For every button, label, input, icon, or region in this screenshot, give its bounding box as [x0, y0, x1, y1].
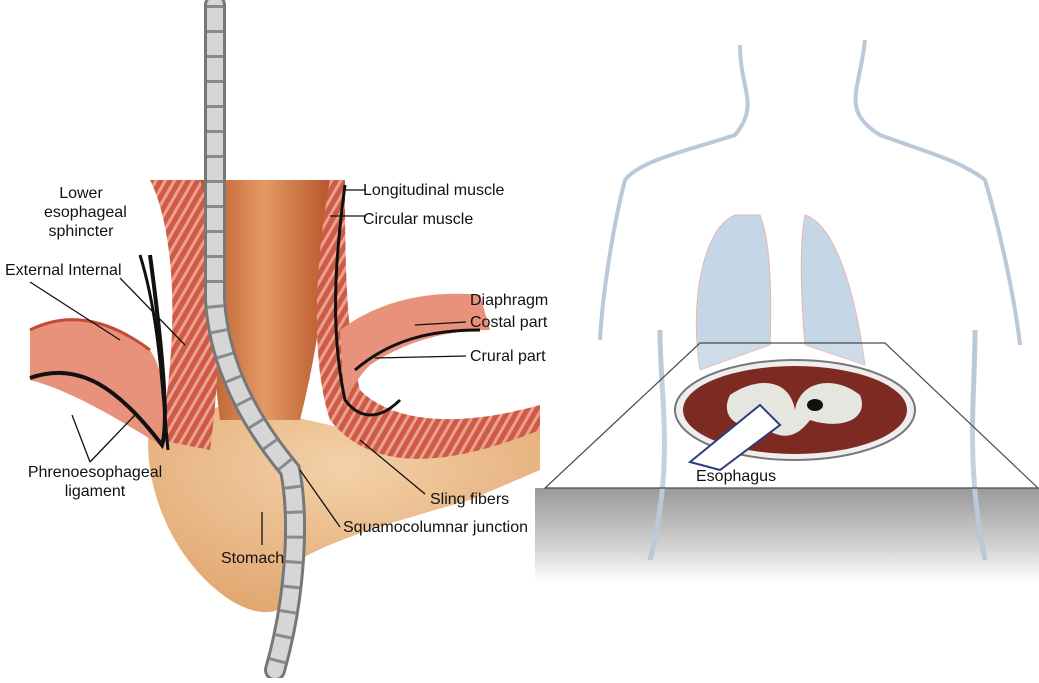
sling-fibers-label: Sling fibers: [430, 490, 509, 509]
circular-muscle-label: Circular muscle: [363, 210, 473, 229]
les-label: Lower esophageal sphincter: [44, 184, 118, 241]
les-label-line2: esophageal: [44, 203, 118, 222]
external-internal-label: External Internal: [5, 261, 122, 280]
phrenoesophageal-line2: ligament: [10, 482, 180, 501]
les-label-line1: Lower: [44, 184, 118, 203]
longitudinal-muscle-label: Longitudinal muscle: [363, 181, 504, 200]
esophageal-hiatus: [807, 399, 823, 411]
esophagogastric-junction-drawing: [30, 5, 540, 670]
crural-part-label: Crural part: [470, 347, 546, 366]
costal-part-label: Costal part: [470, 313, 547, 332]
phrenoesophageal-label: Phrenoesophageal ligament: [10, 463, 180, 501]
les-label-line3: sphincter: [44, 222, 118, 241]
floor-shadow: [535, 488, 1039, 583]
esophagus-label: Esophagus: [696, 467, 776, 486]
phrenoesophageal-line1: Phrenoesophageal: [10, 463, 180, 482]
stomach-label: Stomach: [221, 549, 284, 568]
squamocolumnar-label: Squamocolumnar junction: [343, 518, 528, 537]
diaphragm-label: Diaphragm: [470, 291, 548, 310]
body-drawing: [535, 40, 1039, 583]
